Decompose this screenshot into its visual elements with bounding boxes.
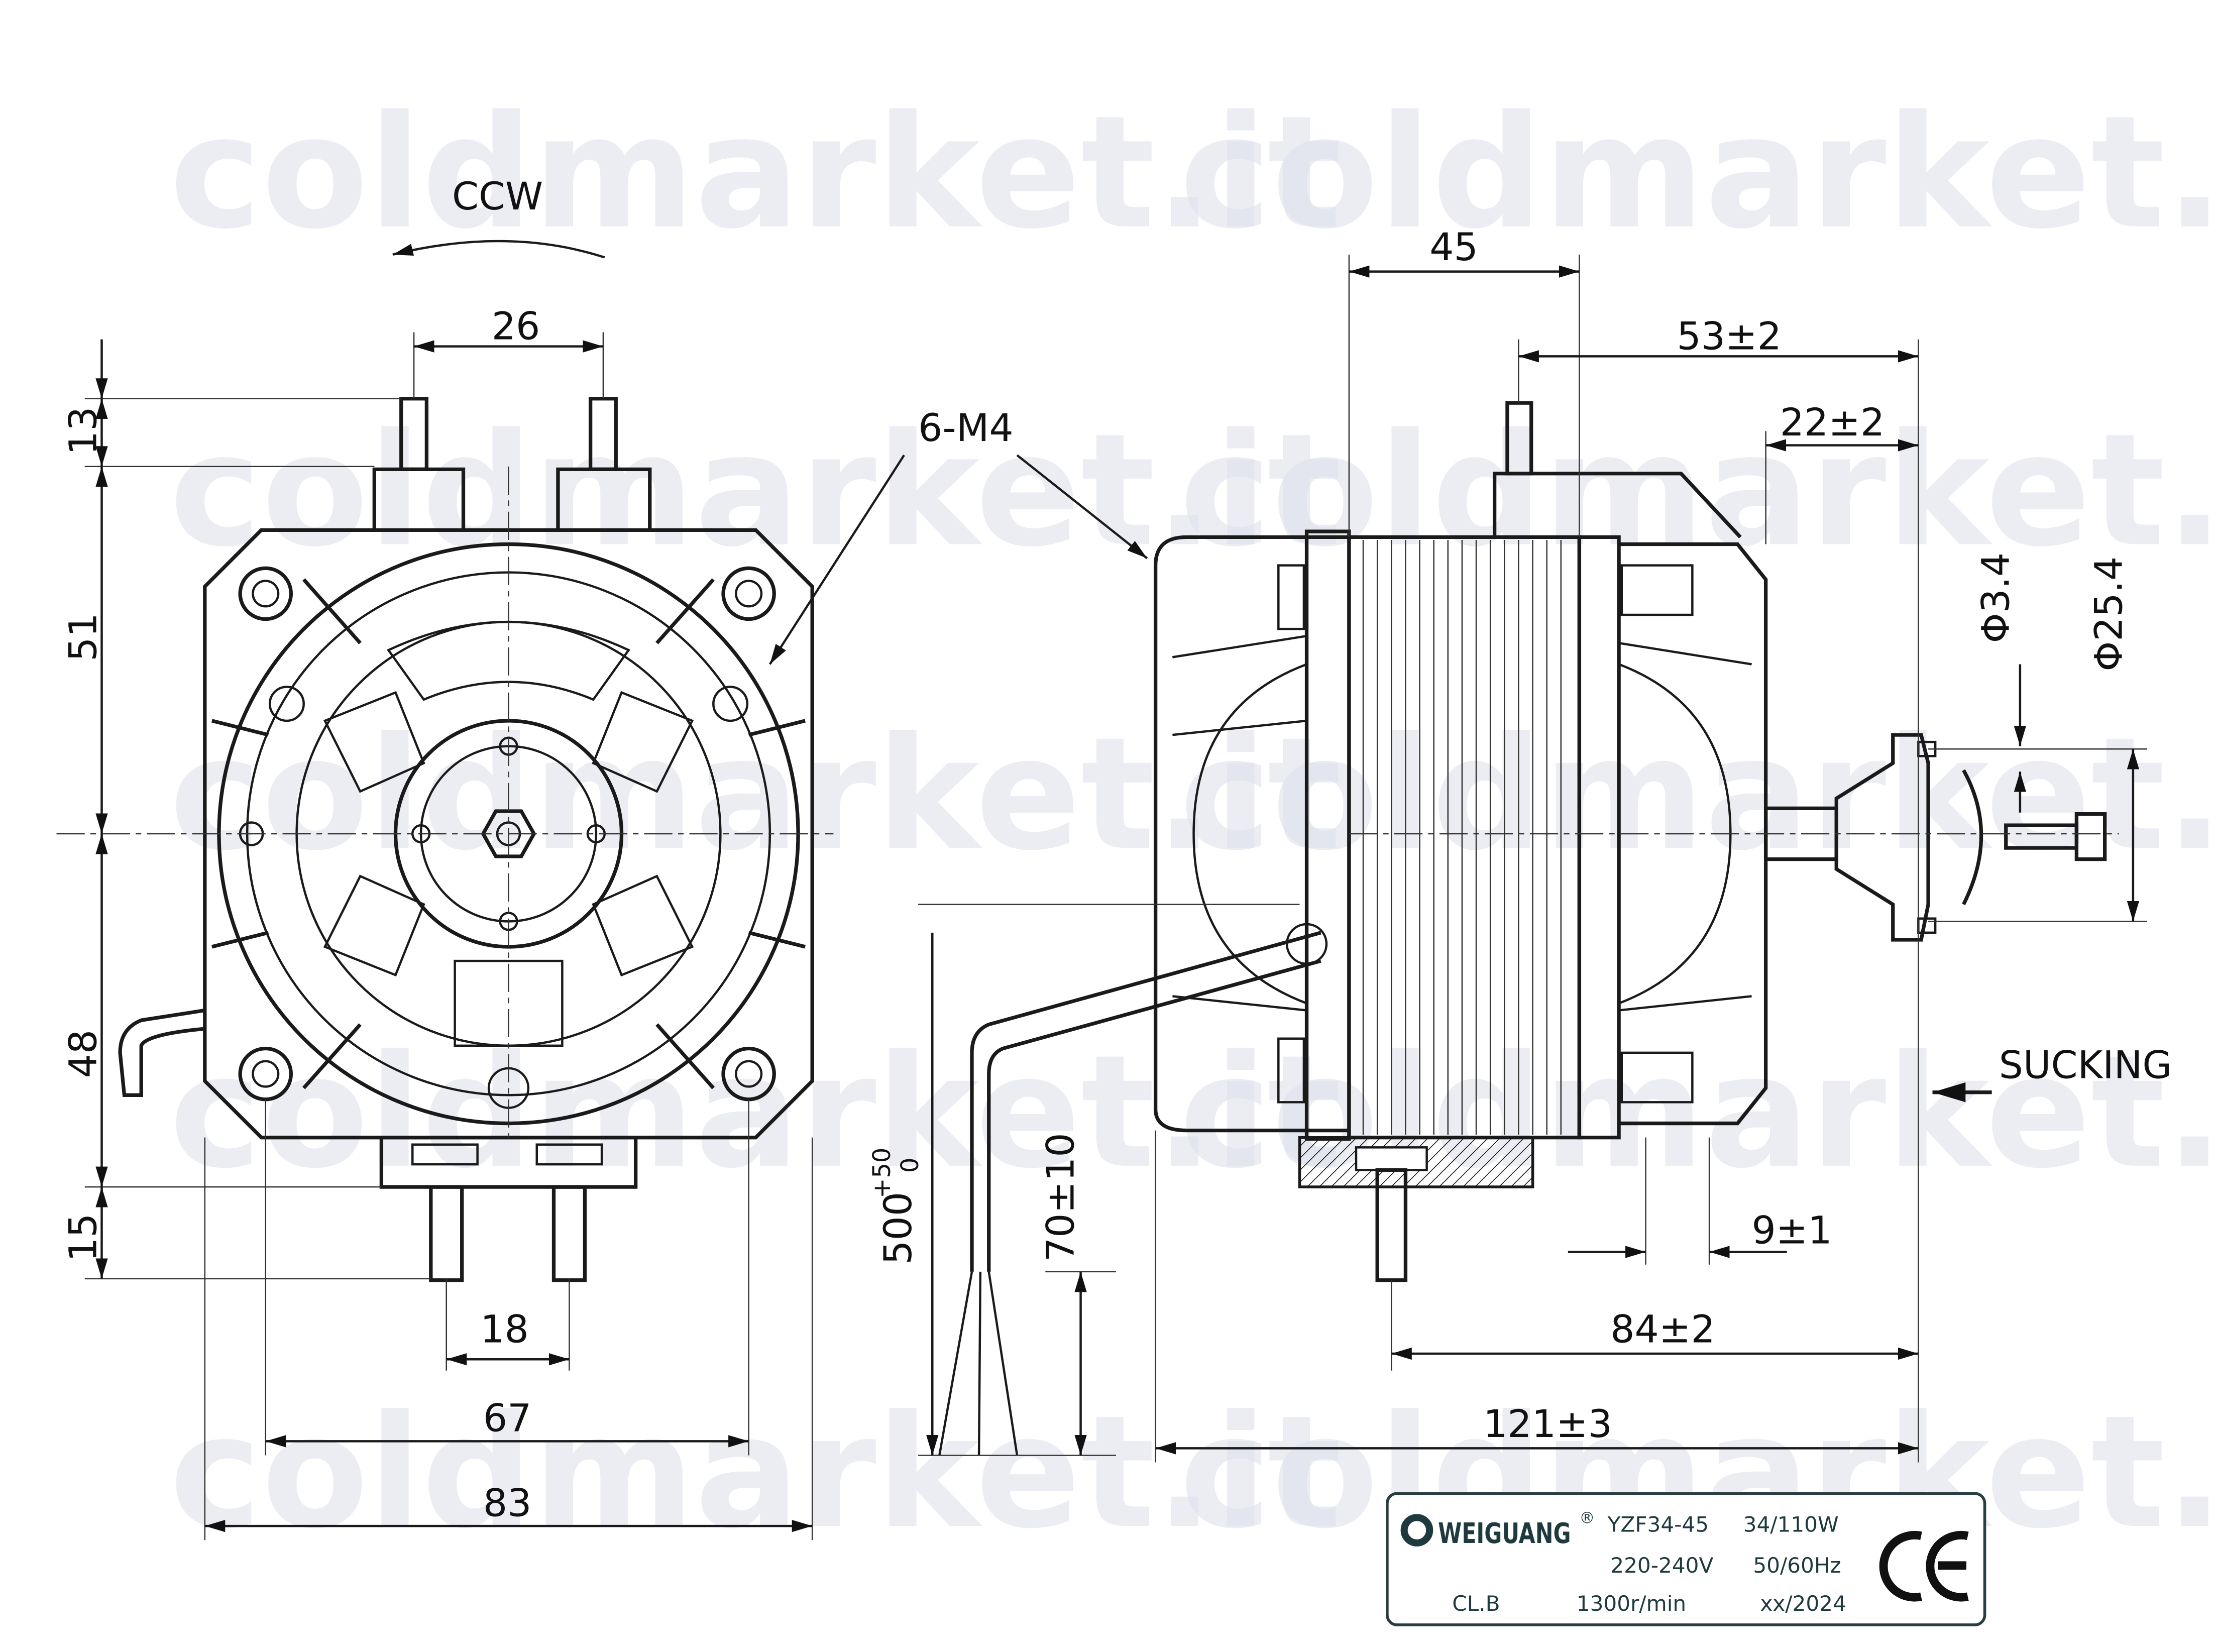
dim-26: 26 [492,304,540,349]
dim-51: 51 [61,613,105,662]
airflow-label: SUCKING [1999,1043,2172,1087]
brand-name: WEIGUANG [1438,1517,1571,1550]
dim-70: 70±10 [1039,1133,1083,1262]
svg-text:coldmarket.it: coldmarket.it [1179,82,2215,263]
rotation-label: CCW [452,174,543,218]
dim-hub: Φ25.4 [2086,557,2131,672]
registered-mark: ® [1579,1509,1595,1527]
dim-18: 18 [480,1307,529,1351]
speed: 1300r/min [1577,1591,1686,1616]
svg-text:coldmarket.it: coldmarket.it [170,82,1342,263]
dim-83: 83 [483,1481,532,1525]
date: xx/2024 [1760,1591,1846,1616]
dim-48: 48 [61,1030,105,1078]
dim-500: 500 [876,1192,920,1265]
dim-45: 45 [1429,225,1478,269]
svg-text:coldmarket.it: coldmarket.it [170,400,1342,581]
model: YZF34-45 [1607,1512,1709,1536]
thread-callout: 6-M4 [918,406,1014,450]
dim-121: 121±3 [1483,1402,1612,1446]
ce-mark-icon [1879,1530,1969,1602]
dim-9: 9±1 [1752,1208,1832,1253]
svg-text:coldmarket.it: coldmarket.it [170,704,1342,885]
nameplate: WEIGUANG ® YZF34-45 34/110W 220-240V 50/… [1386,1492,1986,1626]
front-view: CCW 13 51 48 15 26 18 67 83 6-M4 [56,174,1148,1540]
weiguang-logo-icon: WEIGUANG ® [1400,1509,1595,1550]
voltage: 220-240V [1610,1553,1713,1578]
watermarks: coldmarket.it coldmarket.it coldmarket.i… [170,82,2215,1563]
dim-84: 84±2 [1610,1307,1715,1351]
insulation-class: CL.B [1452,1591,1500,1616]
dim-22: 22±2 [1780,400,1885,445]
dim-13: 13 [61,407,105,456]
svg-text:coldmarket.it: coldmarket.it [170,1382,1342,1563]
dim-53: 53±2 [1677,314,1782,358]
side-view: 45 53±2 22±2 Φ3.4 Φ25.4 SUCKING 9±1 84±2… [868,225,2172,1463]
svg-text:coldmarket.it: coldmarket.it [1179,704,2215,885]
dim-500-lower-tol: 0 [897,1158,924,1173]
power: 34/110W [1743,1512,1839,1536]
frequency: 50/60Hz [1753,1553,1841,1578]
dim-67: 67 [483,1396,532,1441]
dim-bore: Φ3.4 [1973,553,2018,643]
dim-15: 15 [61,1214,105,1262]
dim-500-upper-tol: +50 [868,1148,896,1198]
